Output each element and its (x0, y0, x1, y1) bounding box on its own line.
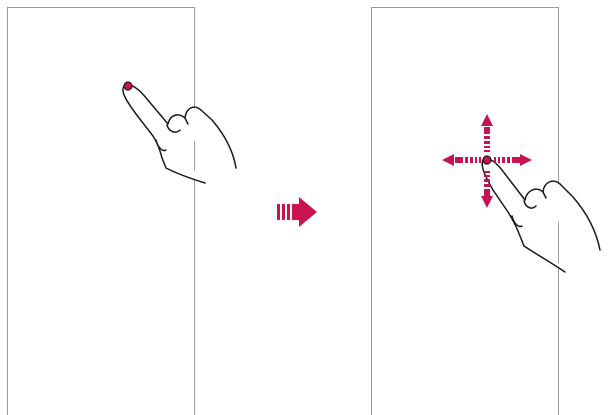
touch-point-left (124, 82, 132, 90)
hand-icon-right (482, 159, 600, 272)
hand-icon-left (123, 85, 236, 183)
left-arrow-icon (442, 154, 481, 166)
right-drag-arrow-icon (494, 154, 532, 166)
screen-panel-left (8, 8, 195, 415)
up-arrow-icon (481, 114, 493, 152)
right-arrow-icon (277, 197, 317, 227)
screen-panel-right (372, 8, 559, 415)
touch-point-right (483, 156, 491, 164)
